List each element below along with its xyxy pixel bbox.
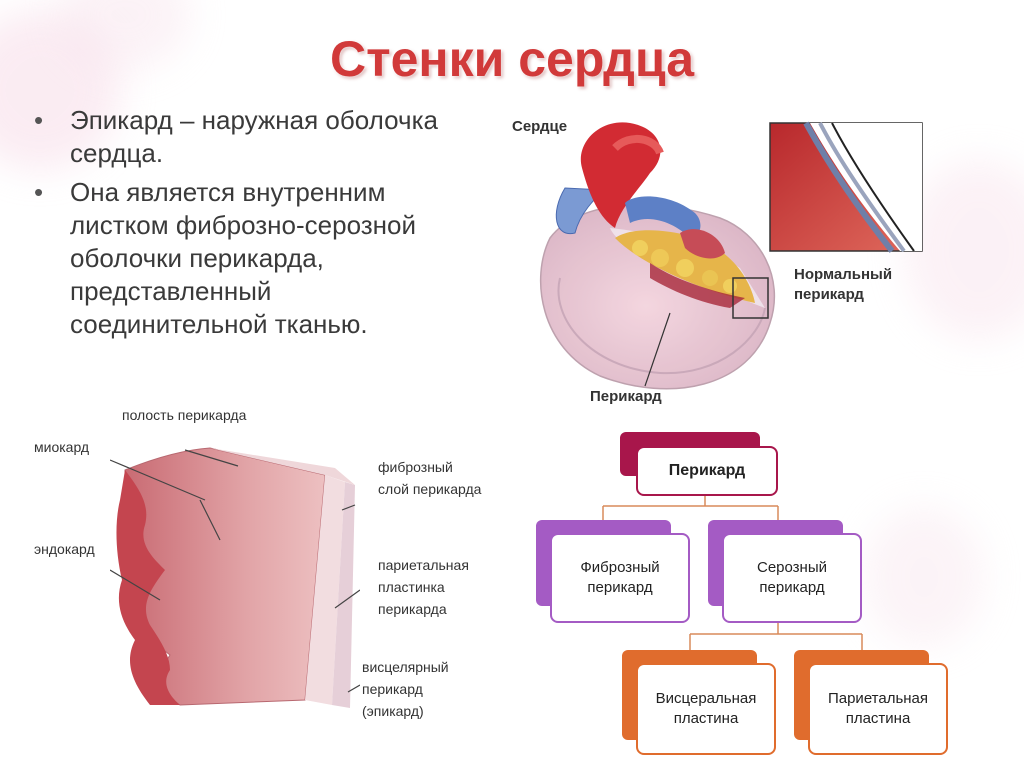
level1-node: Фиброзный перикард — [550, 533, 690, 623]
heart-illustration — [539, 121, 923, 390]
label-pericardium: Перикард — [590, 388, 662, 405]
level1-node: Серозный перикард — [722, 533, 862, 623]
level2-node-label: Висцеральная пластина — [655, 690, 757, 727]
label-fibrous-layer: слой перикарда — [378, 481, 482, 497]
level1-node-label: Фиброзный перикард — [580, 559, 660, 596]
label-visceral-pericardium: висцелярный — [362, 659, 449, 675]
label-parietal-plate: париетальная — [378, 557, 469, 573]
level1-node-label: Серозный перикард — [756, 559, 827, 596]
bullet-item: Она является внутренним листком фиброзно… — [28, 176, 468, 341]
background-blob — [864, 507, 984, 647]
label-myocardium: миокард — [34, 439, 90, 455]
root-node: Перикард — [636, 446, 778, 496]
bullet-item: Эпикард – наружная оболочка сердца. — [28, 104, 468, 170]
level2-node-label: Париетальная пластина — [827, 690, 929, 727]
label-fibrous-layer: фиброзный — [378, 459, 453, 475]
slide-title: Стенки сердца — [329, 31, 695, 87]
label-parietal-plate: перикарда — [378, 601, 447, 617]
label-normal-pericardium: перикард — [794, 286, 864, 303]
label-parietal-plate: пластинка — [378, 579, 445, 595]
root-node-label: Перикард — [668, 462, 746, 479]
level2-node: Париетальная пластина — [808, 663, 948, 755]
bullet-list: Эпикард – наружная оболочка сердца. Она … — [28, 104, 468, 347]
label-pericardial-cavity: полость перикарда — [122, 407, 247, 423]
label-endocardium: эндокард — [34, 541, 95, 557]
label-heart: Сердце — [512, 118, 568, 135]
level2-node: Висцеральная пластина — [636, 663, 776, 755]
label-visceral-pericardium: перикард — [362, 681, 423, 697]
label-visceral-pericardium: (эпикард) — [362, 703, 424, 719]
label-normal-pericardium: Нормальный — [794, 266, 893, 283]
heart-wall-illustration — [110, 447, 360, 708]
background-blob — [904, 160, 1024, 340]
